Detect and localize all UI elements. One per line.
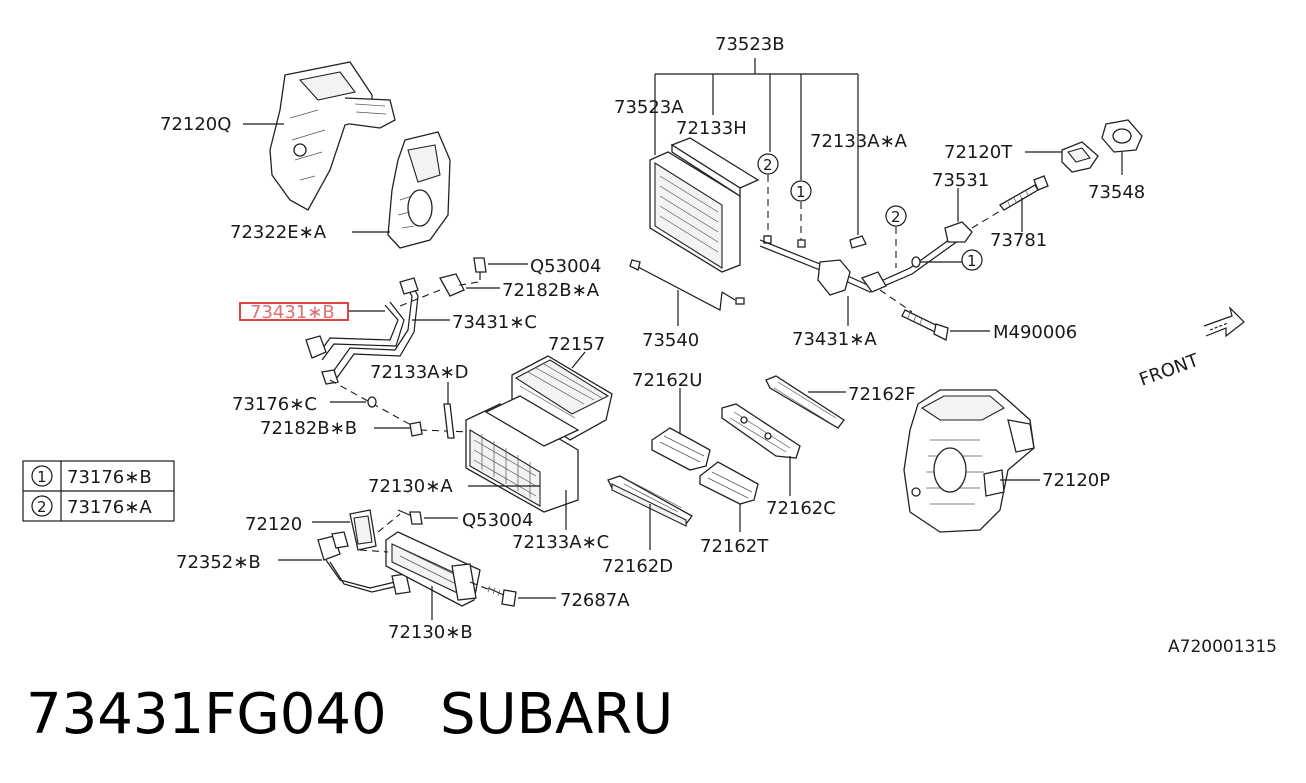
part-72162T-drawing: [699, 461, 759, 505]
part-73431BC-drawing: [305, 277, 419, 385]
part-72133AD-drawing: [443, 403, 455, 439]
part-73531-drawing: [944, 221, 973, 243]
label-72133AC: 72133A∗C: [512, 532, 609, 553]
label-73523B: 73523B: [715, 34, 785, 55]
part-72120Q-drawing: [269, 61, 396, 211]
label-72133AD: 72133A∗D: [370, 362, 469, 383]
label-72182BB: 72182B∗B: [260, 418, 357, 439]
label-72352B: 72352∗B: [176, 552, 261, 573]
legend-table: 1 73176∗B 2 73176∗A: [22, 460, 175, 522]
label-73431B: 73431∗B: [250, 302, 335, 323]
label-Q53004b: Q53004: [462, 510, 533, 531]
part-73431A-drawing: [759, 231, 963, 296]
label-72130A: 72130∗A: [368, 476, 453, 497]
svg-text:1: 1: [796, 183, 806, 201]
label-72162F: 72162F: [848, 384, 916, 405]
part-Q53004a-drawing: [473, 257, 487, 280]
label-73531: 73531: [932, 170, 989, 191]
label-72133AA: 72133A∗A: [810, 131, 908, 152]
label-73431A: 73431∗A: [792, 329, 877, 350]
svg-text:2: 2: [891, 208, 901, 226]
label-72182BA: 72182B∗A: [502, 280, 600, 301]
part-number-title: 73431FG040 SUBARU: [26, 682, 674, 747]
label-M490006: M490006: [993, 322, 1077, 343]
part-72687A-drawing: [487, 585, 517, 607]
label-72120: 72120: [245, 514, 302, 535]
front-label: FRONT: [1137, 350, 1203, 391]
label-72120T: 72120T: [944, 142, 1013, 163]
part-73781-drawing: [999, 175, 1049, 211]
highlight-73431B: [239, 302, 349, 321]
part-72162F-drawing: [765, 375, 845, 429]
part-72322E-drawing: [387, 131, 451, 249]
svg-text:2: 2: [763, 156, 773, 174]
part-72120-drawing: [349, 509, 377, 551]
part-72352B-drawing: [317, 531, 411, 595]
part-72162C-drawing: [721, 403, 801, 459]
part-73176C-drawing: [367, 396, 377, 408]
label-73781: 73781: [990, 230, 1047, 251]
part-M490006-drawing: [901, 309, 949, 341]
legend-row-1: 1 73176∗B: [31, 465, 152, 488]
label-72322EA: 72322E∗A: [230, 222, 327, 243]
callout-1-right: 1: [961, 249, 983, 271]
svg-text:1: 1: [37, 468, 47, 486]
legend-part-1: 73176∗B: [67, 467, 152, 488]
part-filter-drawing: [649, 137, 760, 273]
callout-2-right: 2: [885, 205, 907, 227]
svg-text:2: 2: [37, 498, 47, 516]
part-Q53004b-drawing: [397, 509, 423, 525]
label-72687A: 72687A: [560, 590, 630, 611]
part-72182BB-drawing: [409, 421, 423, 437]
label-72130B: 72130∗B: [388, 622, 473, 643]
part-72120T-drawing: [1061, 141, 1099, 173]
label-72133H: 72133H: [676, 118, 747, 139]
front-arrow: [1203, 306, 1245, 338]
callout-1-upper: 1: [790, 180, 812, 202]
label-72162U: 72162U: [632, 370, 702, 391]
part-72120P-drawing: [903, 389, 1035, 533]
label-72120P: 72120P: [1042, 470, 1110, 491]
part-72130A-drawing: [465, 395, 580, 513]
label-72162C: 72162C: [766, 498, 836, 519]
diagram-code: A720001315: [1168, 637, 1277, 657]
part-72162U-drawing: [651, 427, 711, 471]
label-73540: 73540: [642, 330, 699, 351]
label-Q53004a: Q53004: [530, 256, 601, 277]
label-73431C: 73431∗C: [452, 312, 537, 333]
label-73523A: 73523A: [614, 97, 684, 118]
label-72120Q: 72120Q: [160, 114, 231, 135]
svg-text:1: 1: [967, 252, 977, 270]
part-72182BA-drawing: [439, 273, 465, 297]
part-73548-drawing: [1101, 119, 1143, 153]
label-72157: 72157: [548, 334, 605, 355]
part-73540-drawing: [629, 259, 745, 311]
label-72162T: 72162T: [700, 536, 769, 557]
legend-part-2: 73176∗A: [67, 497, 152, 518]
label-72162D: 72162D: [602, 556, 673, 577]
part-72162D-drawing: [607, 475, 693, 527]
part-72130B-drawing: [385, 531, 481, 607]
label-73176C: 73176∗C: [232, 394, 317, 415]
label-73548: 73548: [1088, 182, 1145, 203]
legend-row-2: 2 73176∗A: [31, 495, 152, 518]
callout-2-upper: 2: [757, 153, 779, 175]
